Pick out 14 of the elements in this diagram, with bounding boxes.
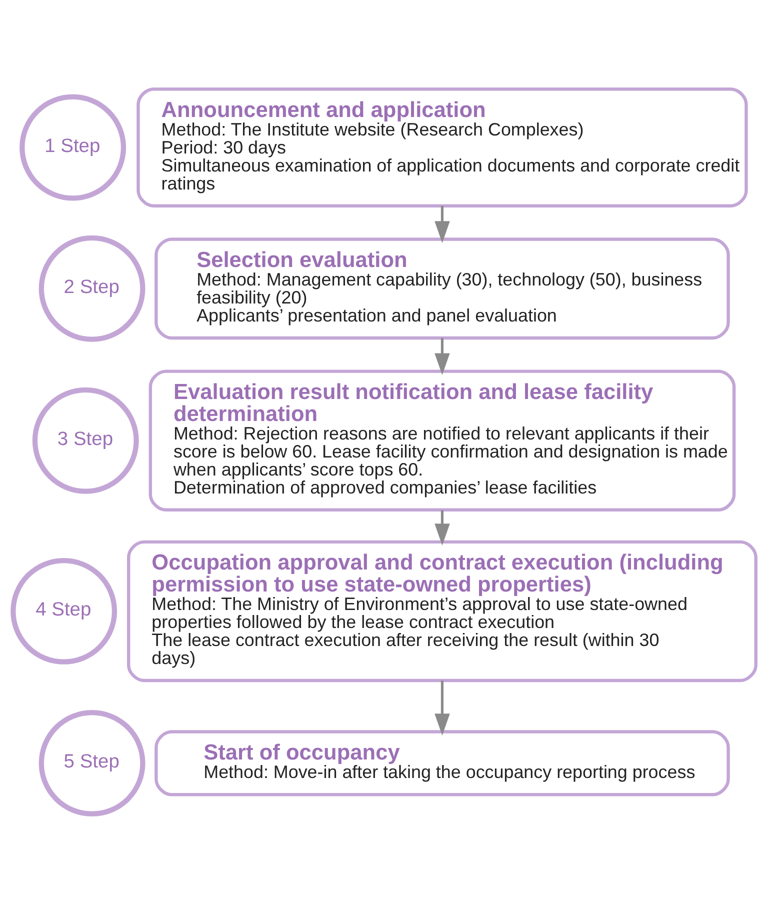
node-box: Evaluation result notification and lease facility determination Method: Rejection reasons are notified to relevant applicants if their score is below 60. Lease facility confirmation and designation is made when applicants’ score tops 60. Determination of approved companies’ lease facilities bbox=[148, 369, 736, 511]
arrow bbox=[434, 680, 450, 735]
arrow bbox=[434, 337, 450, 375]
arrow bbox=[434, 510, 450, 545]
node-circle: 2 Step bbox=[38, 234, 146, 342]
arrow bbox=[434, 205, 450, 242]
node-box: Announcement and application Method: The Institute website (Research Complexes) Period: 30 days Simultaneous examination of application documents and corporate credit ratings bbox=[136, 87, 748, 207]
node-circle: 3 Step bbox=[32, 386, 139, 494]
node-box: Selection evaluation Method: Management capability (30), technology (50), business feasibility (20) Applicants’ presentation and panel evaluation bbox=[154, 237, 730, 340]
node-box: Start of occupancy Method: Move-in after taking the occupancy reporting process bbox=[154, 730, 730, 796]
node-circle: 4 Step bbox=[10, 557, 118, 664]
node-circle: 1 Step bbox=[20, 94, 126, 200]
node-box: Occupation approval and contract execution (including permission to use state-owned properties) Method: The Ministry of Environment’s approval to use state-owned properties followed by the lease contract execution The lease contract execution after receiving the result (within 30 days) bbox=[127, 540, 758, 682]
node-circle: 5 Step bbox=[38, 709, 146, 816]
